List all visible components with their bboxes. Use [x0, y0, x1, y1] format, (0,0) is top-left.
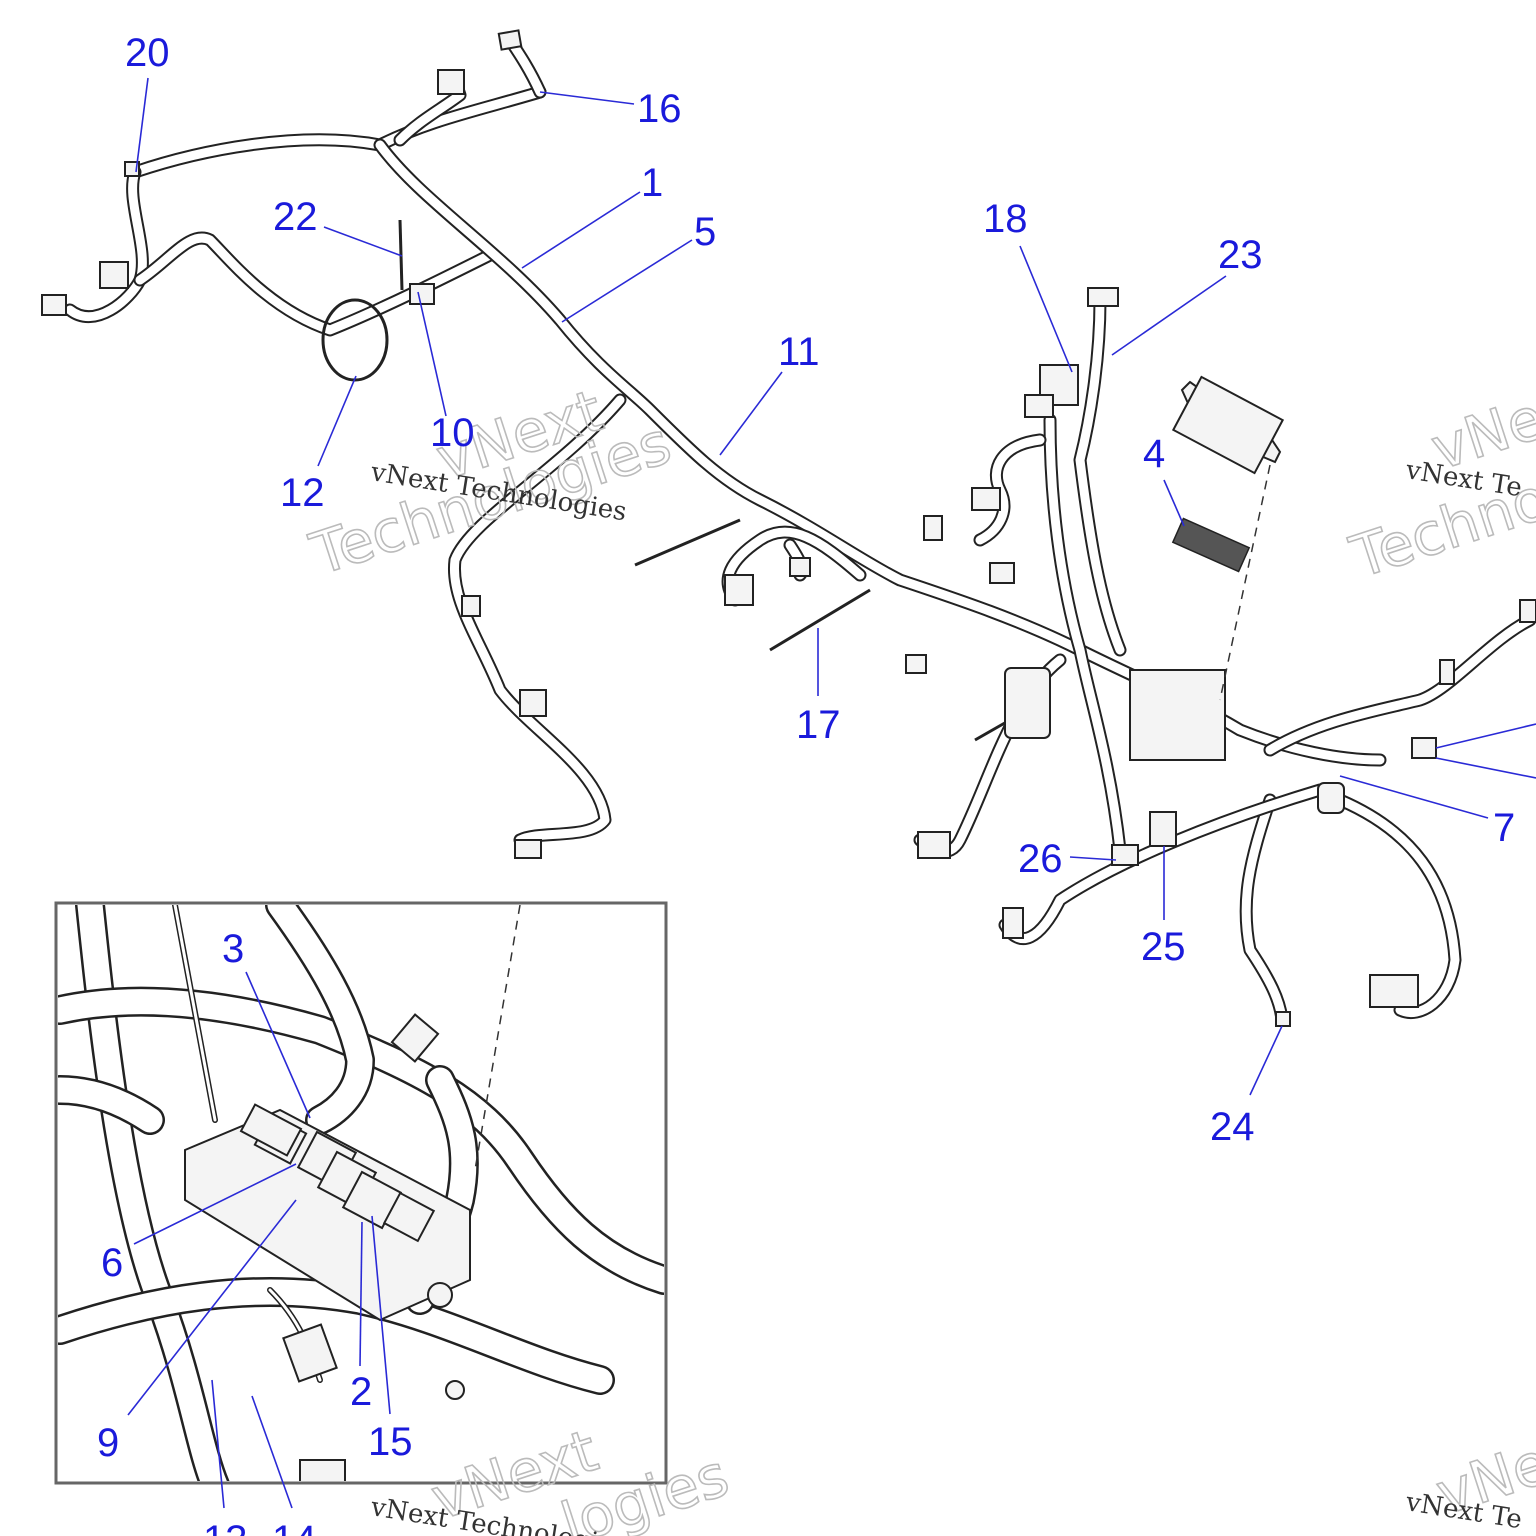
callout-23: 23 [1111, 233, 1263, 356]
callout-6: 6 [101, 1163, 297, 1285]
callout-label: 2 [350, 1370, 372, 1414]
callout-17: 17 [796, 628, 841, 747]
callout-label: 4 [1143, 432, 1165, 476]
callout-22: 22 [273, 195, 403, 257]
callout-24: 24 [1210, 1025, 1283, 1149]
callout-label: 5 [694, 210, 716, 254]
callout-4: 4 [1143, 432, 1185, 527]
callout-26: 26 [1018, 837, 1117, 881]
callout-7-extra-leaders [1435, 723, 1536, 779]
callout-2: 2 [350, 1221, 372, 1414]
callout-label: 25 [1141, 925, 1186, 969]
callout-label: 16 [637, 87, 682, 131]
callout-label: 11 [778, 330, 820, 374]
watermark-2: vNe Techno vNext Te [1342, 383, 1536, 593]
callout-14: 14 [251, 1395, 317, 1536]
callout-label: 6 [101, 1241, 123, 1285]
callout-label: 9 [97, 1421, 119, 1465]
callouts: 20 16 1 22 5 18 23 11 [97, 31, 1536, 1536]
callout-label: 14 [272, 1518, 317, 1536]
callout-7: 7 [1339, 775, 1515, 850]
callout-label: 13 [203, 1518, 248, 1536]
callout-label: 17 [796, 703, 841, 747]
callout-16: 16 [539, 87, 682, 131]
callout-label: 10 [430, 411, 475, 455]
callout-label: 3 [222, 927, 244, 971]
callout-3: 3 [222, 927, 311, 1119]
callout-11: 11 [719, 330, 820, 456]
callout-label: 26 [1018, 837, 1063, 881]
callout-20: 20 [125, 31, 170, 173]
callout-15: 15 [368, 1215, 413, 1464]
callout-label: 24 [1210, 1105, 1255, 1149]
callout-label: 12 [280, 471, 325, 515]
callout-label: 1 [641, 161, 663, 205]
callout-1: 1 [521, 161, 663, 269]
callout-10: 10 [417, 291, 475, 455]
inset-detail-view [54, 901, 668, 1485]
callout-18: 18 [983, 197, 1073, 373]
watermark-1: vNext Technologies vNext Technologies [302, 375, 680, 589]
callout-label: 23 [1218, 233, 1263, 277]
callout-12: 12 [280, 375, 357, 515]
watermark-4: vNe vNext Te [1403, 1428, 1536, 1535]
callout-25: 25 [1141, 846, 1186, 969]
callout-label: 18 [983, 197, 1028, 241]
callout-9: 9 [97, 1199, 297, 1465]
callout-13: 13 [203, 1379, 248, 1536]
callout-label: 15 [368, 1420, 413, 1464]
main-harness [41, 29, 1536, 1027]
callout-5: 5 [561, 210, 716, 323]
callout-label: 22 [273, 195, 318, 239]
callout-label: 7 [1493, 806, 1515, 850]
callout-label: 20 [125, 31, 170, 75]
